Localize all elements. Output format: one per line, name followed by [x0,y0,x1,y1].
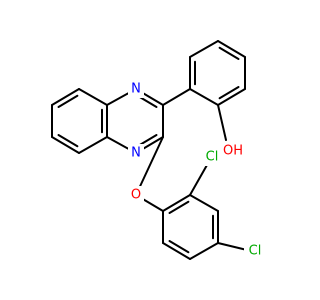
atom-n3: N [128,144,144,162]
bond-d4-cl [217,242,248,251]
atom-cl-para: Cl [244,242,266,260]
bond-p2-p3 [189,40,219,58]
atom-label-layer: N N O OH Cl Cl [128,80,266,260]
molecule-structure: N N O OH Cl Cl [51,40,266,260]
bond-b3-b4-inner [57,134,79,148]
atom-n1-label: N [131,82,141,97]
atom-oh: OH [220,142,246,160]
atom-n3-label: N [131,146,141,161]
bond-b6-b1 [78,88,108,106]
bond-c2-p1 [162,88,191,106]
atom-cl-ortho: Cl [201,148,223,166]
bond-d2-cl [189,164,208,196]
bond-d4-d5 [189,242,219,260]
atom-oh-label: OH [223,144,243,159]
bond-p3-p4-inner [218,46,240,60]
atom-o-ether-label: O [131,188,141,203]
atom-o-ether: O [128,186,144,204]
bond-c4-oe [135,136,164,196]
bond-p3-p4 [217,40,246,58]
bond-d1-d2 [162,194,191,212]
bond-b1-b2-inner [57,94,79,108]
bond-b3-b4 [51,136,80,154]
bond-b4-b5 [78,136,108,154]
atom-n1: N [128,80,144,98]
bond-d1-d2-inner [168,200,190,214]
bond-p6-oh [217,104,227,141]
bond-p6-p1 [189,88,219,106]
bond-d2-d3 [189,194,219,212]
bond-b1-b2 [51,88,80,106]
bond-p5-p6 [217,88,246,106]
atom-cl-para-label: Cl [249,244,262,259]
atom-cl-ortho-label: Cl [206,150,219,165]
bond-p5-p6-inner [218,86,240,100]
bond-d5-d6 [162,242,191,260]
bond-d5-d6-inner [168,240,190,254]
